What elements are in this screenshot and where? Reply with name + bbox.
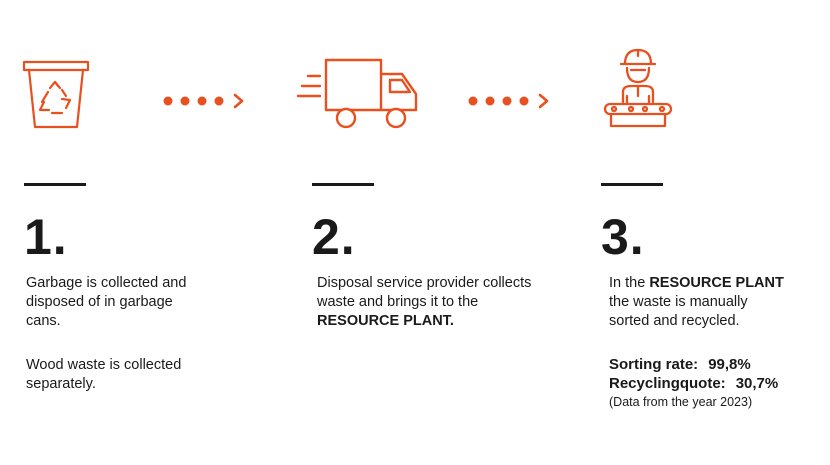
sorting-rate-stat: Sorting rate: 99,8%: [609, 355, 751, 374]
step-1-extra: Wood waste is collected separately.: [26, 356, 266, 394]
step-1-extra-line-1: Wood waste is collected: [26, 357, 182, 373]
step-3-bold: RESOURCE PLANT: [649, 275, 784, 291]
sorting-worker-icon: [603, 48, 673, 128]
recycling-quote-value: 30,7%: [735, 375, 779, 392]
step-number-3: 3.: [601, 209, 645, 265]
dotted-arrow-1: [163, 93, 244, 109]
step-3-line-1: In the RESOURCE PLANT: [609, 274, 824, 293]
sorting-rate-value: 99,8%: [708, 356, 751, 373]
step-2-line-2: waste and brings it to the: [317, 294, 479, 310]
divider-1: [24, 183, 86, 186]
sorting-rate-label: Sorting rate:: [609, 356, 699, 373]
step-3-line-3: sorted and recycled.: [609, 313, 740, 329]
step-3-line-2: the waste is manually: [609, 294, 748, 310]
step-1-line-1: Garbage is collected and: [26, 275, 187, 291]
step-3-description: In the RESOURCE PLANT the waste is manua…: [609, 274, 824, 331]
data-year-note: (Data from the year 2023): [609, 395, 753, 409]
step-3-prefix: In the: [609, 275, 650, 291]
recycling-bin-icon: [22, 60, 90, 129]
step-number-1: 1.: [24, 209, 68, 265]
step-1-extra-line-2: separately.: [26, 376, 96, 392]
step-1-description: Garbage is collected and disposed of in …: [26, 274, 266, 331]
delivery-truck-icon: [296, 58, 418, 129]
step-2-description: Disposal service provider collects waste…: [317, 274, 577, 331]
step-1-line-3: cans.: [26, 313, 61, 329]
recycling-quote-label: Recyclingquote:: [609, 375, 726, 392]
step-1-line-2: disposed of in garbage: [26, 294, 173, 310]
step-2-line-1: Disposal service provider collects: [317, 275, 532, 291]
step-number-2: 2.: [312, 209, 356, 265]
recycling-quote-stat: Recyclingquote: 30,7%: [609, 374, 778, 393]
divider-2: [312, 183, 374, 186]
divider-3: [601, 183, 663, 186]
step-2-bold-line: RESOURCE PLANT.: [317, 313, 454, 329]
dotted-arrow-2: [468, 93, 549, 109]
